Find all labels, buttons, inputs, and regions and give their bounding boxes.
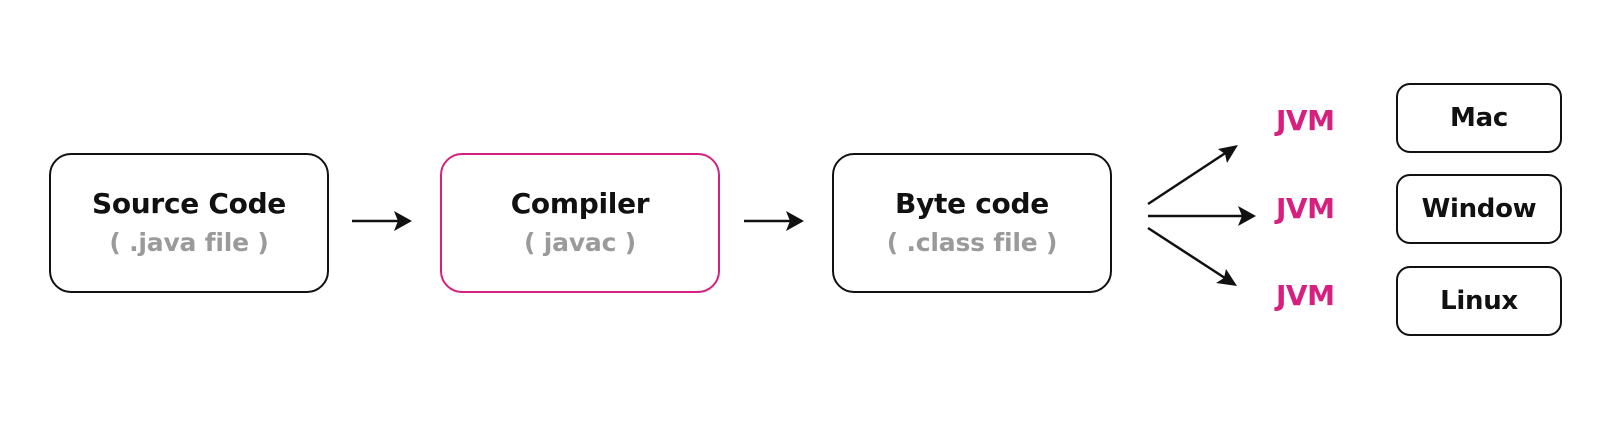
platform-linux-box: Linux xyxy=(1396,266,1562,336)
platform-mac-label: Mac xyxy=(1450,103,1508,133)
byte-code-subtitle: ( .class file ) xyxy=(886,228,1058,257)
arrow-bytecode-to-jvm-1-head xyxy=(1218,145,1238,163)
platform-window-box: Window xyxy=(1396,174,1562,244)
source-code-subtitle: ( .java file ) xyxy=(109,228,269,257)
platform-mac-box: Mac xyxy=(1396,83,1562,153)
platform-linux-label: Linux xyxy=(1440,286,1518,316)
arrow-bytecode-to-jvm-1 xyxy=(1147,148,1231,206)
platform-window-label: Window xyxy=(1421,194,1537,224)
arrow-bytecode-to-jvm-3 xyxy=(1147,226,1229,282)
jvm-label-mac: JVM xyxy=(1276,104,1335,137)
compiler-subtitle: ( javac ) xyxy=(524,228,636,257)
arrow-source-to-compiler-head xyxy=(394,211,412,231)
arrow-compiler-to-bytecode-head xyxy=(786,211,804,231)
jvm-label-linux: JVM xyxy=(1276,279,1335,312)
compiler-title: Compiler xyxy=(510,187,650,220)
source-code-box: Source Code ( .java file ) xyxy=(49,153,329,293)
source-code-title: Source Code xyxy=(92,187,286,220)
arrow-bytecode-to-jvm-2-head xyxy=(1238,206,1256,226)
byte-code-title: Byte code xyxy=(895,187,1049,220)
arrow-bytecode-to-jvm-3-head xyxy=(1216,269,1237,286)
jvm-label-window: JVM xyxy=(1276,192,1335,225)
byte-code-box: Byte code ( .class file ) xyxy=(832,153,1112,293)
compiler-box: Compiler ( javac ) xyxy=(440,153,720,293)
